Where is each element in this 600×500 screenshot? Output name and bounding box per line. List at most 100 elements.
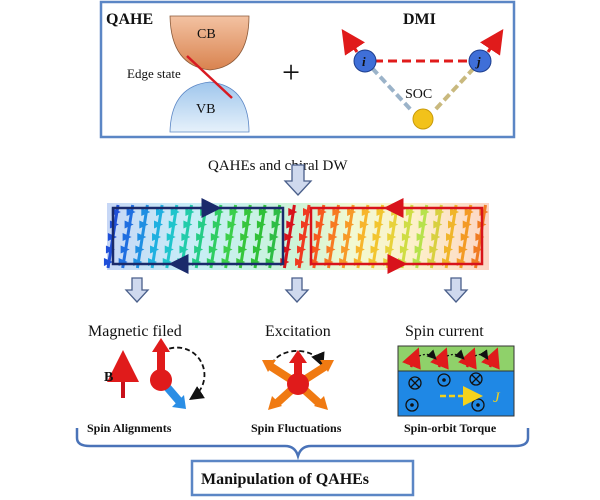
soc-bond-right [432,66,476,113]
fluct-head-left [262,360,276,372]
spin-cone [448,220,458,229]
spin-cone [429,245,439,254]
spin-ball [287,373,309,395]
spin-cone [464,208,474,216]
spin-cone [332,208,342,216]
down-arrow-icon [124,277,150,303]
spin-cone [446,233,456,241]
spin-cone [225,233,235,241]
spin-cone [317,208,327,216]
spin-cone [295,258,305,266]
footer-title: Manipulation of QAHEs [201,471,369,488]
fluct-head-low-right [314,396,328,410]
spin-cone [242,220,252,229]
fluct-head-low-left [268,396,282,410]
spin-cone [403,220,413,229]
spin-ball [150,369,172,391]
spin-fluctuation-illustration [262,350,334,410]
left-chiral-loop [111,206,285,266]
spin-cone [181,233,191,241]
spin-cone [286,220,296,229]
circular-arrow-icon [161,346,206,400]
spin-cone [198,220,208,229]
down-arrow-icon [283,164,313,196]
spin-cone [267,245,277,254]
spin-cone [389,220,399,229]
soc-label: SOC [405,87,432,102]
spin-cone [210,233,220,241]
spin-cone [288,208,298,216]
spin-cone [164,245,174,254]
spin-cone [431,233,441,241]
spin-cone [311,245,321,254]
spin-cone [462,220,472,229]
fluct-head-right [320,360,334,372]
spin-cone [139,220,149,229]
spin-cone [238,245,248,254]
spin-cone [229,208,239,216]
spin-cone [240,233,250,241]
heading-spin-current: Spin current [405,323,484,340]
spin-cone [223,245,233,254]
down-arrow-icon [284,277,310,303]
spin-cone [473,245,483,254]
spin-cone [254,233,264,241]
spin-cone [326,245,336,254]
spin-cone [208,245,218,254]
spin-cone [284,233,294,241]
spin-cone [345,220,355,229]
spin-cone [185,208,195,216]
spin-cone [137,233,147,241]
spin-cone [122,233,132,241]
spin-cone [475,233,485,241]
spin-cone [330,220,340,229]
spin-cone [449,208,459,216]
spin-cone [372,233,382,241]
spin-cone [252,245,262,254]
spin-cone [196,233,206,241]
spin-cone [256,220,266,229]
site-i [353,49,377,73]
spin-i-arrow [341,29,365,56]
spin-cone [155,208,165,216]
spin-cone [374,220,384,229]
heading-excitation: Excitation [265,323,331,340]
spin-cone [126,208,136,216]
spin-cone [269,233,279,241]
spin-cone [273,208,283,216]
spin-cone [301,220,311,229]
spin-cone [313,233,323,241]
cross-circle-icon [408,372,483,390]
spin-cone [418,220,428,229]
current-label: J [493,390,501,406]
conduction-band [169,15,250,71]
spin-cone [124,220,134,229]
spin-cone [376,208,386,216]
spin-cone [315,220,325,229]
dmi-title: DMI [403,11,436,28]
spin-cone [297,245,307,254]
spin-cone [227,220,237,229]
vb-label: VB [196,102,215,117]
spin-cone [357,233,367,241]
spin-cone [416,233,426,241]
spin-cone [359,220,369,229]
top-panel-frame [99,0,516,139]
caption-spin-orbit-torque: Spin-orbit Torque [404,421,497,435]
footer-box [190,459,415,497]
soc-bond-left [370,66,414,113]
cb-label: CB [197,27,216,42]
spin-chain [103,204,489,269]
spin-j-arrow [480,29,504,56]
site-i-label: i [362,54,366,69]
spin-cone [420,208,430,216]
field-label: B [104,370,113,385]
caption-spin-alignments: Spin Alignments [87,421,172,435]
spin-cone [141,208,151,216]
edge-state-line [186,55,233,99]
qahe-title: QAHE [106,11,153,28]
spin-cone [244,208,254,216]
spin-cone [460,233,470,241]
spin-cone [370,245,380,254]
